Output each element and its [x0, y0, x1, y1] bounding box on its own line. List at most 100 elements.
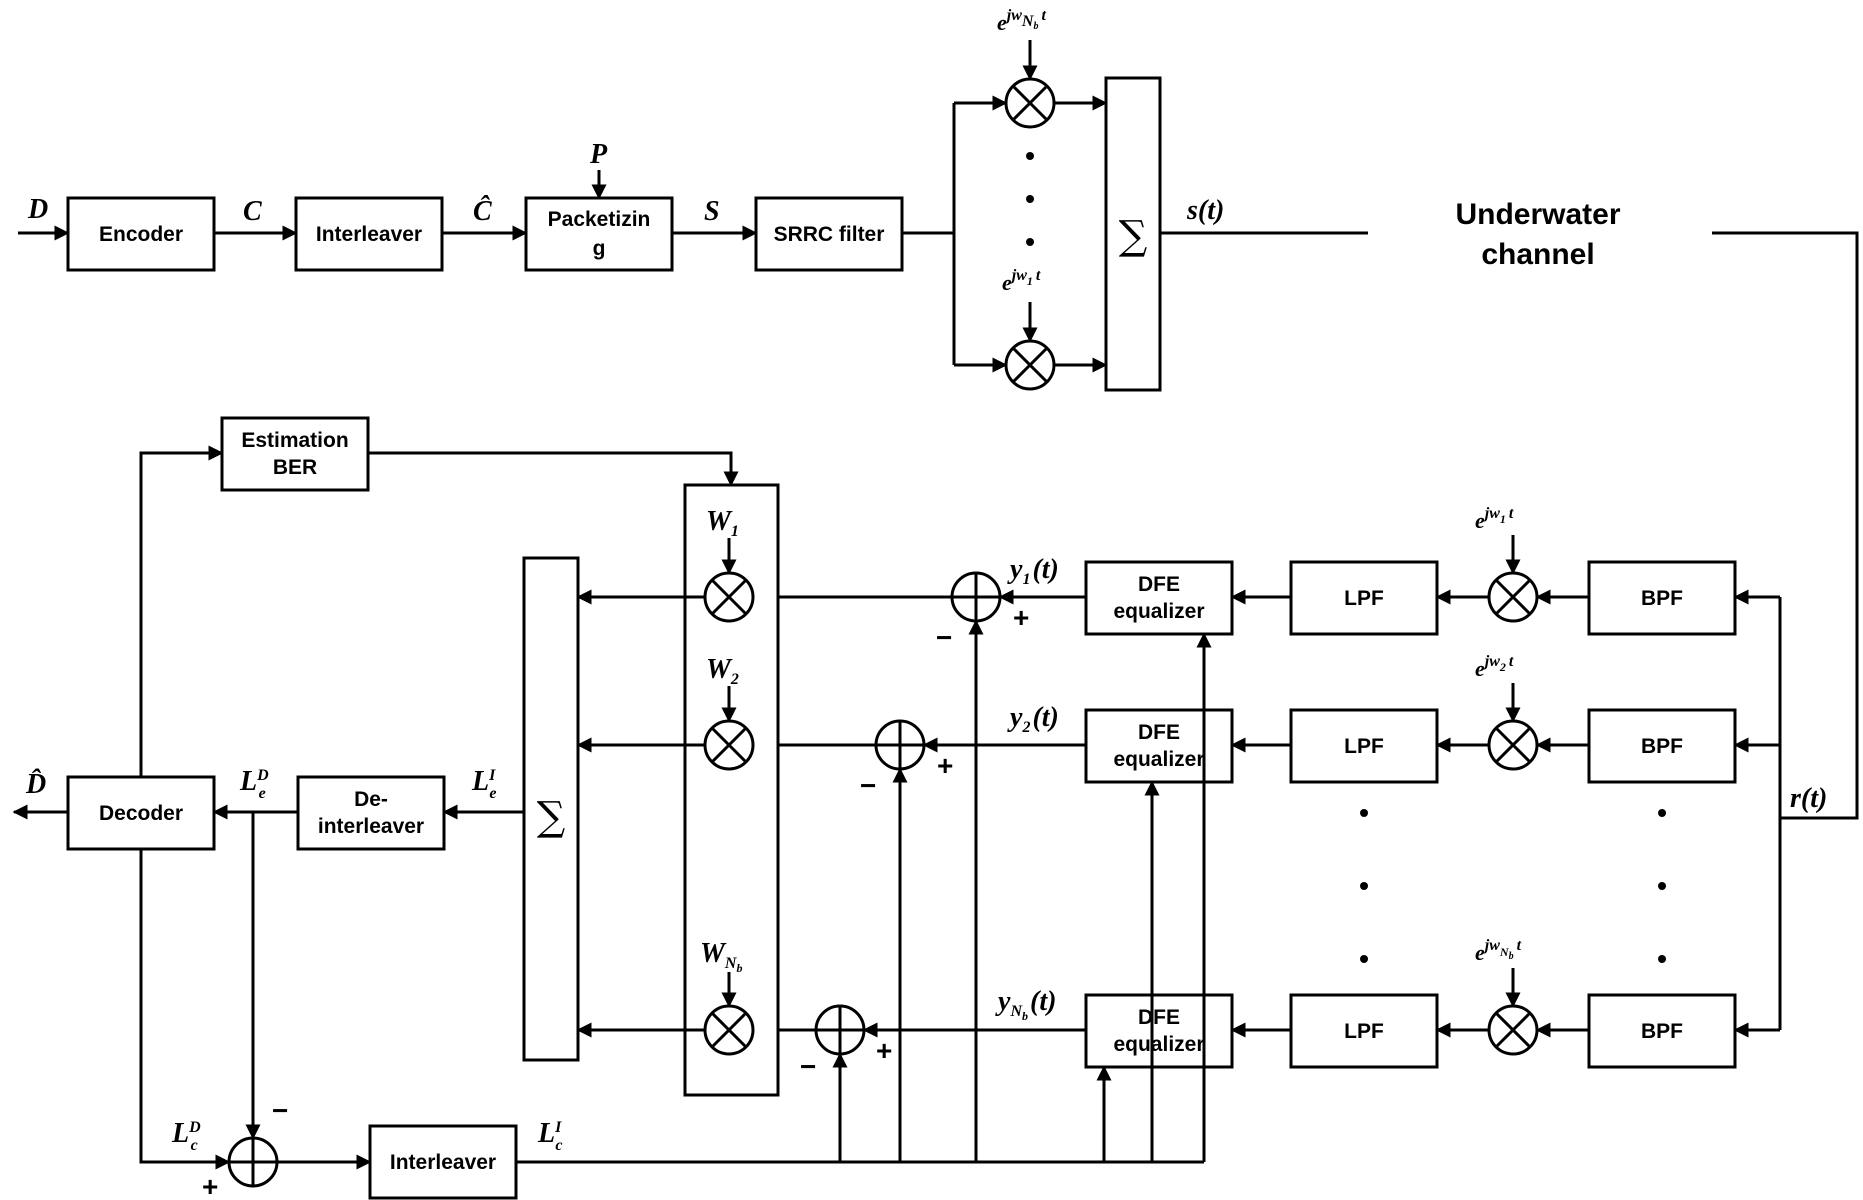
dot-tx-3: • [1025, 226, 1035, 257]
bpf-block-n: BPF [1587, 993, 1737, 1069]
interleaver-tx-block: Interleaver [294, 196, 444, 272]
channel-label-line2: channel [1481, 238, 1594, 271]
dfe-block-1: DFE equalizer [1084, 560, 1234, 636]
mixer-rx-1 [1487, 571, 1539, 623]
label-D-hat: D̂ [25, 768, 46, 800]
label-WNb: WNb [700, 938, 742, 975]
dfe-block-n: DFE equalizer [1084, 993, 1234, 1069]
adder-n [814, 1004, 866, 1056]
sum-tx-symbol: ∑ [1119, 213, 1148, 259]
interleaver-tx-label: Interleaver [316, 223, 422, 246]
label-D: D [27, 194, 48, 225]
carrier-exp-top: ejwNbt [997, 7, 1046, 35]
bpf-label-n: BPF [1641, 1020, 1683, 1043]
dot-lpf-1: • [1359, 797, 1369, 828]
label-y1: y1(t) [1007, 554, 1059, 588]
adder-n-minus: − [800, 1051, 816, 1082]
label-y2: y2(t) [1007, 702, 1059, 736]
mixer-tx-bottom [1004, 339, 1056, 391]
underwater-channel: Underwater channel [1455, 198, 1620, 271]
adder-feedback-minus: − [272, 1095, 288, 1126]
interleaver-rx-block: Interleaver [368, 1124, 518, 1200]
dot-lpf-2: • [1359, 870, 1369, 901]
adder-feedback [227, 1136, 279, 1188]
dot-bpf-3: • [1657, 943, 1667, 974]
dfe-label-1a: DFE [1138, 573, 1180, 596]
label-S: S [704, 196, 720, 227]
combining-stage: y1(t) + − y2(t) + − yNb(t) + − W1 W2 WNb [442, 483, 1086, 1097]
srrc-filter-label: SRRC filter [774, 223, 885, 246]
decoder-label: Decoder [99, 802, 183, 825]
encoder-label: Encoder [99, 223, 183, 246]
arrow-decoder-to-estimation [139, 445, 224, 777]
adder-2 [874, 719, 926, 771]
estimation-label-1: Estimation [241, 429, 348, 452]
arrow-decoder-to-bottom-adder [139, 849, 231, 1170]
label-W2: W2 [706, 654, 739, 688]
adder-n-plus: + [876, 1035, 892, 1066]
dot-tx-2: • [1025, 183, 1035, 214]
packetizing-block: Packetizin g [524, 196, 674, 272]
sum-tx-block: ∑ [1104, 76, 1162, 392]
deinterleaver-label-1: De- [354, 788, 388, 811]
arrow-estimation-to-weights [368, 451, 739, 487]
bpf-label-2: BPF [1641, 735, 1683, 758]
label-P: P [589, 139, 608, 170]
mixer-tx-top [1004, 77, 1056, 129]
dfe-label-2a: DFE [1138, 721, 1180, 744]
transmitter: D Encoder C Interleaver Ĉ P Packetizin g… [18, 7, 1859, 820]
adder-1-plus: + [1013, 602, 1029, 633]
dot-bpf-1: • [1657, 797, 1667, 828]
estimation-label-2: BER [273, 456, 317, 479]
lpf-label-1: LPF [1344, 587, 1384, 610]
label-yN: yNb(t) [995, 986, 1056, 1023]
packetizing-label-line2: g [593, 237, 606, 260]
mixer-rx-n [1487, 1004, 1539, 1056]
mixer-rx-2 [1487, 719, 1539, 771]
dfe-label-2b: equalizer [1113, 748, 1204, 771]
estimation-ber-block: Estimation BER [220, 416, 370, 492]
deinterleaver-block: De- interleaver [296, 775, 446, 851]
weight-mixer-2 [703, 719, 755, 771]
dfe-block-2: DFE equalizer [1084, 708, 1234, 784]
lpf-block-1: LPF [1289, 560, 1439, 636]
packetizing-label-line1: Packetizin [548, 208, 651, 231]
bpf-label-1: BPF [1641, 587, 1683, 610]
lpf-block-n: LPF [1289, 993, 1439, 1069]
interleaver-rx-label: Interleaver [390, 1151, 496, 1174]
adder-feedback-plus: + [202, 1171, 218, 1200]
encoder-block: Encoder [66, 196, 216, 272]
label-r-t: r(t) [1790, 783, 1827, 814]
dot-lpf-3: • [1359, 943, 1369, 974]
weight-mixer-1 [703, 571, 755, 623]
dfe-label-na: DFE [1138, 1006, 1180, 1029]
label-W1: W1 [706, 506, 739, 540]
sum-rx-block: ∑ [522, 556, 580, 1062]
dot-bpf-2: • [1657, 870, 1667, 901]
label-s-t: s(t) [1186, 195, 1224, 226]
lpf-label-2: LPF [1344, 735, 1384, 758]
bpf-block-2: BPF [1587, 708, 1737, 784]
lpf-block-2: LPF [1289, 708, 1439, 784]
deinterleaver-label-2: interleaver [318, 815, 424, 838]
adder-2-plus: + [937, 750, 953, 781]
srrc-filter-block: SRRC filter [754, 196, 904, 272]
weight-mixer-n [703, 1004, 755, 1056]
dfe-label-1b: equalizer [1113, 600, 1204, 623]
adder-1 [950, 571, 1002, 623]
wire-channel-to-receiver [1712, 231, 1859, 820]
dot-tx-1: • [1025, 140, 1035, 171]
carrier-rx-exp-n: ejwNbt [1475, 937, 1522, 965]
decoder-block: Decoder [66, 775, 216, 851]
adder-1-minus: − [936, 622, 952, 653]
